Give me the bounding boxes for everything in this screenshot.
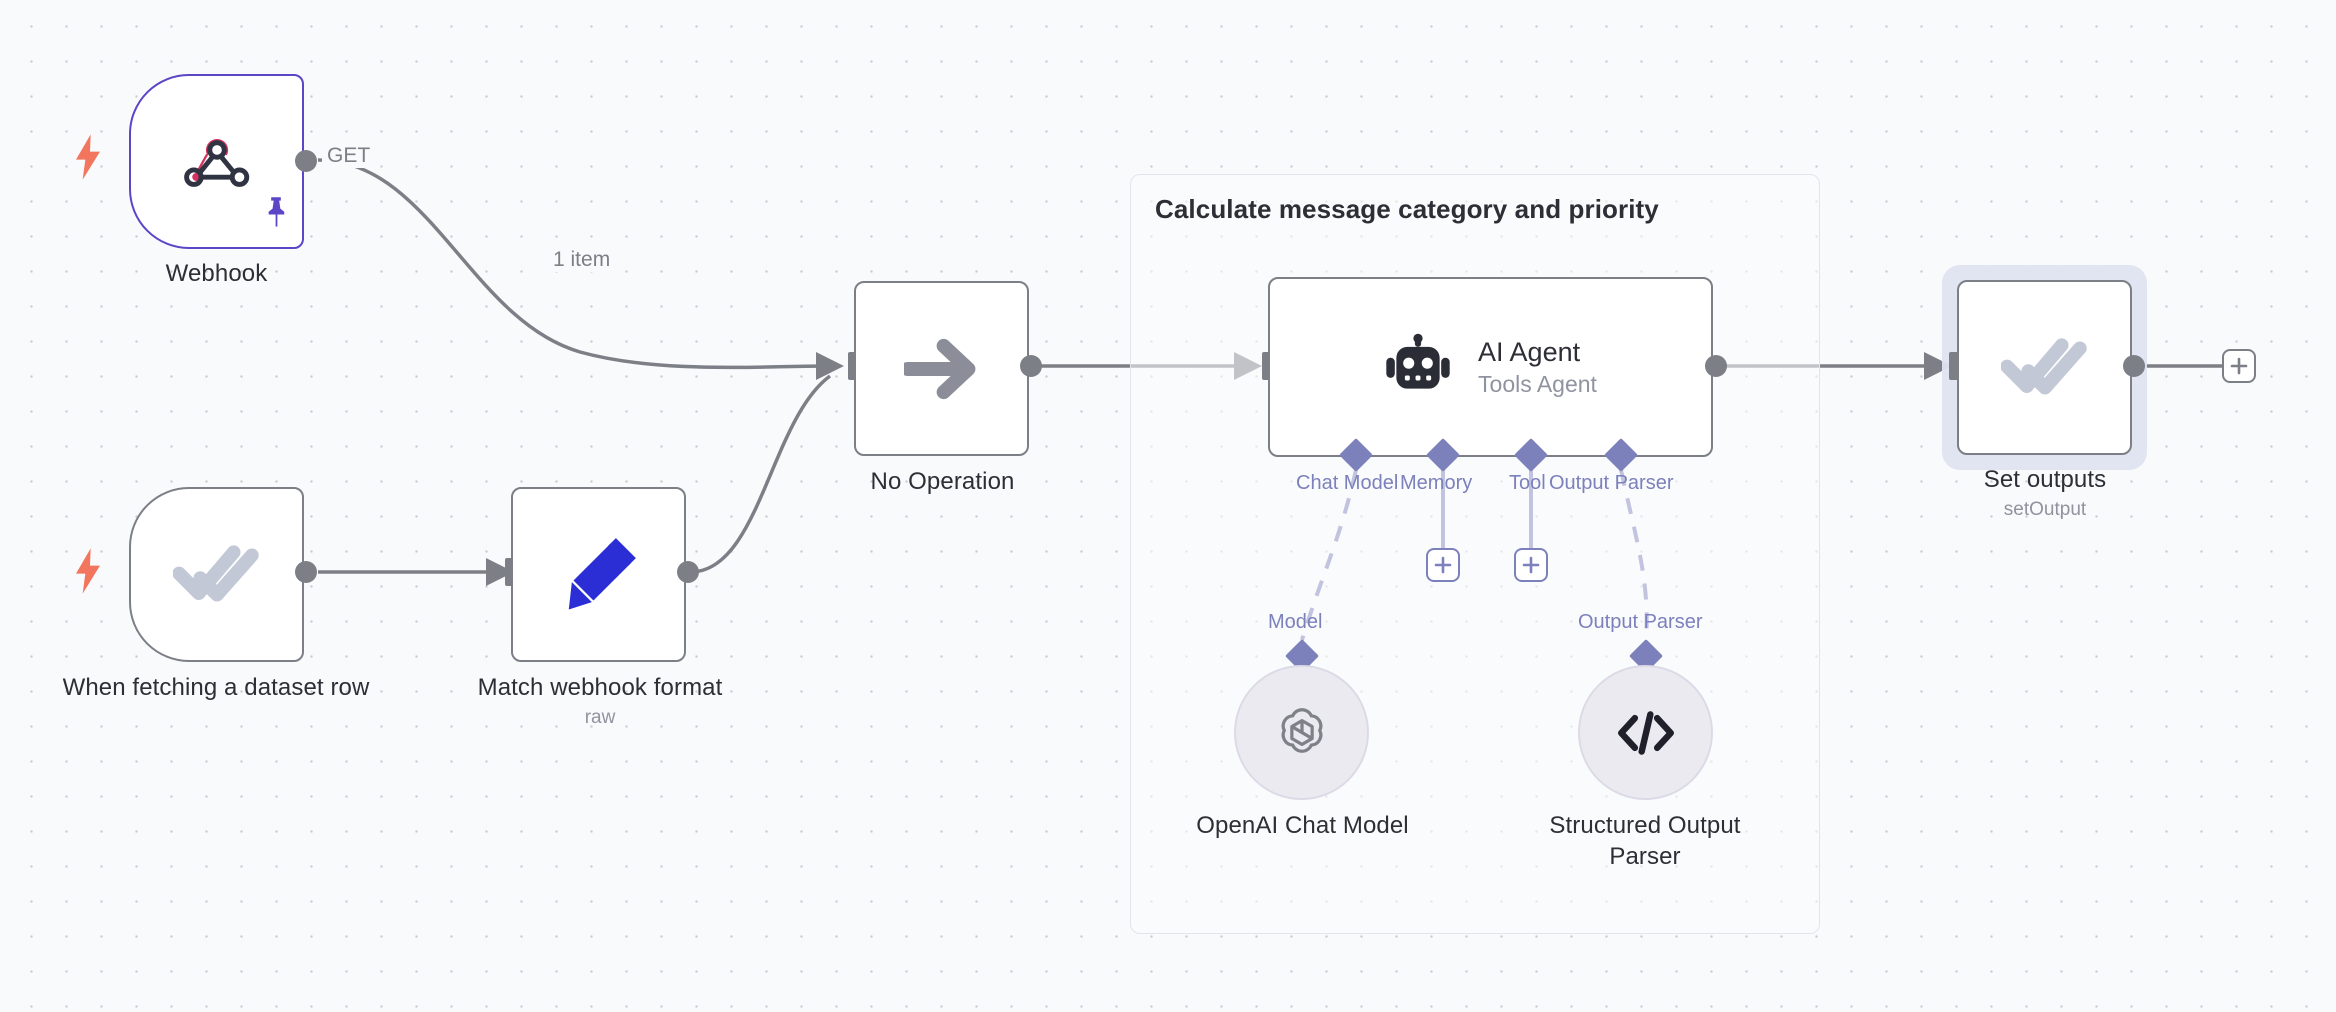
node-ai-agent[interactable]: AI Agent Tools Agent <box>1268 277 1713 457</box>
plus-icon <box>2230 357 2248 375</box>
webhook-icon <box>183 138 249 187</box>
input-port-no-operation[interactable] <box>848 352 859 380</box>
add-node-button[interactable] <box>2222 349 2256 383</box>
node-when-fetching-a-dataset-row[interactable] <box>129 487 304 662</box>
pencil-icon <box>568 537 636 609</box>
trigger-bolt-icon-webhook <box>72 134 104 185</box>
node-label-ai-agent: AI Agent <box>1478 337 1581 367</box>
arrow-right-icon <box>903 338 975 399</box>
node-match-webhook-format[interactable] <box>511 487 686 662</box>
node-label-set-outputs: Set outputs <box>1983 466 2107 493</box>
subnode-connector-label-output-parser: Output Parser <box>1578 611 1703 633</box>
output-port-ai-agent[interactable] <box>1705 355 1727 377</box>
output-port-when-fetching-a-dataset-row[interactable] <box>295 561 317 583</box>
input-port-match-webhook-format[interactable] <box>505 558 516 586</box>
robot-icon <box>1386 333 1450 389</box>
plus-icon <box>1522 556 1540 574</box>
node-webhook[interactable] <box>129 74 304 249</box>
pushpin-icon <box>268 197 285 227</box>
subnode-structured-output-parser[interactable] <box>1578 665 1713 800</box>
output-port-no-operation[interactable] <box>1020 355 1042 377</box>
node-set-outputs[interactable] <box>1957 280 2132 455</box>
group-title: Calculate message category and priority <box>1155 194 1659 224</box>
node-sublabel-set-outputs: setOutput <box>2003 499 2087 520</box>
output-port-set-outputs[interactable] <box>2123 355 2145 377</box>
input-port-set-outputs[interactable] <box>1949 352 1960 380</box>
node-sublabel-match-webhook-format: raw <box>584 707 616 728</box>
node-label-webhook: Webhook <box>165 260 268 287</box>
output-port-match-webhook-format[interactable] <box>677 561 699 583</box>
add-tool-button[interactable] <box>1514 548 1548 582</box>
node-no-operation[interactable] <box>854 281 1029 456</box>
node-label-no-operation: No Operation <box>870 468 1015 495</box>
agent-connector-label-output-parser: Output Parser <box>1549 472 1674 494</box>
agent-connector-label-tool: Tool <box>1509 472 1546 494</box>
plus-icon <box>1434 556 1452 574</box>
subnode-connector-label-model: Model <box>1268 611 1323 633</box>
edge-label-item-count: 1 item <box>548 248 616 272</box>
subnode-label-openai-chat-model: OpenAI Chat Model <box>1196 812 1409 839</box>
add-memory-button[interactable] <box>1426 548 1460 582</box>
input-port-ai-agent[interactable] <box>1262 352 1273 380</box>
pin-icon-webhook[interactable] <box>263 196 289 234</box>
edge-match-to-noop[interactable] <box>689 374 832 574</box>
lightning-bolt-icon <box>76 134 100 180</box>
openai-icon <box>1281 707 1322 753</box>
double-check-icon <box>172 544 259 602</box>
subnode-openai-chat-model[interactable] <box>1234 665 1369 800</box>
agent-connector-label-chat-model: Chat Model <box>1296 472 1399 494</box>
node-label-match-webhook-format: Match webhook format <box>477 674 723 701</box>
double-check-icon <box>2000 337 2087 395</box>
lightning-bolt-icon <box>76 548 100 594</box>
trigger-bolt-icon-dataset <box>72 548 104 599</box>
edge-label-webhook-method: GET <box>322 144 376 168</box>
subnode-label-structured-output-parser: Structured Output Parser <box>1549 812 1741 870</box>
node-label-when-fetching-a-dataset-row: When fetching a dataset row <box>62 674 370 701</box>
code-brackets-icon <box>1617 710 1674 755</box>
output-port-webhook[interactable] <box>295 150 317 172</box>
agent-connector-label-memory: Memory <box>1400 472 1473 494</box>
node-sublabel-ai-agent: Tools Agent <box>1478 371 1597 397</box>
